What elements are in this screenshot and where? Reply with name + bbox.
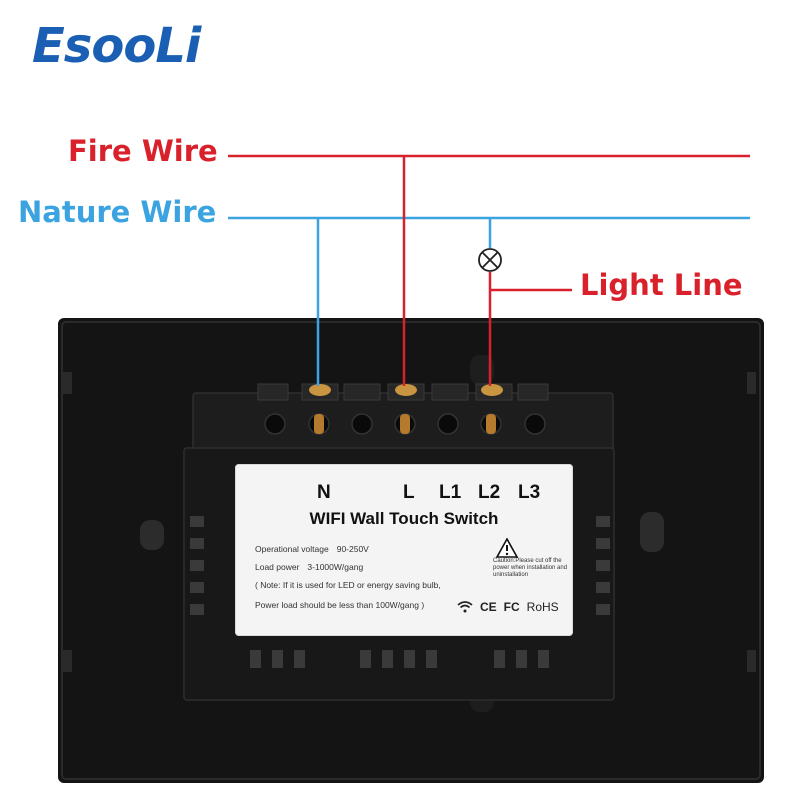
certifications: CE FC RoHS xyxy=(457,600,559,614)
brand-logo: EsooLi xyxy=(32,18,201,74)
terminal-label-l2: L2 xyxy=(478,482,501,503)
rohs-mark: RoHS xyxy=(526,600,559,614)
terminal-label-l1: L1 xyxy=(439,482,462,503)
fire-wire-label: Fire Wire xyxy=(68,134,218,168)
spec-sticker: N L L1 L2 L3 WIFI Wall Touch Switch Oper… xyxy=(235,464,573,636)
spec-note-2: Power load should be less than 100W/gang… xyxy=(255,600,425,610)
sticker-title: WIFI Wall Touch Switch xyxy=(309,509,499,528)
warning-text: Caution:Please cut off the power when in… xyxy=(493,558,568,579)
terminal-label-n: N xyxy=(317,482,331,503)
nature-wire-label: Nature Wire xyxy=(18,195,217,229)
terminal-label-l3: L3 xyxy=(518,482,541,503)
ce-mark: CE xyxy=(480,600,497,614)
terminal-label-l: L xyxy=(403,482,415,503)
lamp-symbol-icon xyxy=(478,248,502,272)
light-line-label: Light Line xyxy=(580,268,743,302)
spec-note-1: ( Note: If it is used for LED or energy … xyxy=(255,580,441,590)
fcc-mark: FC xyxy=(503,600,520,614)
wifi-icon xyxy=(457,601,473,613)
warning-triangle-icon xyxy=(496,538,518,558)
